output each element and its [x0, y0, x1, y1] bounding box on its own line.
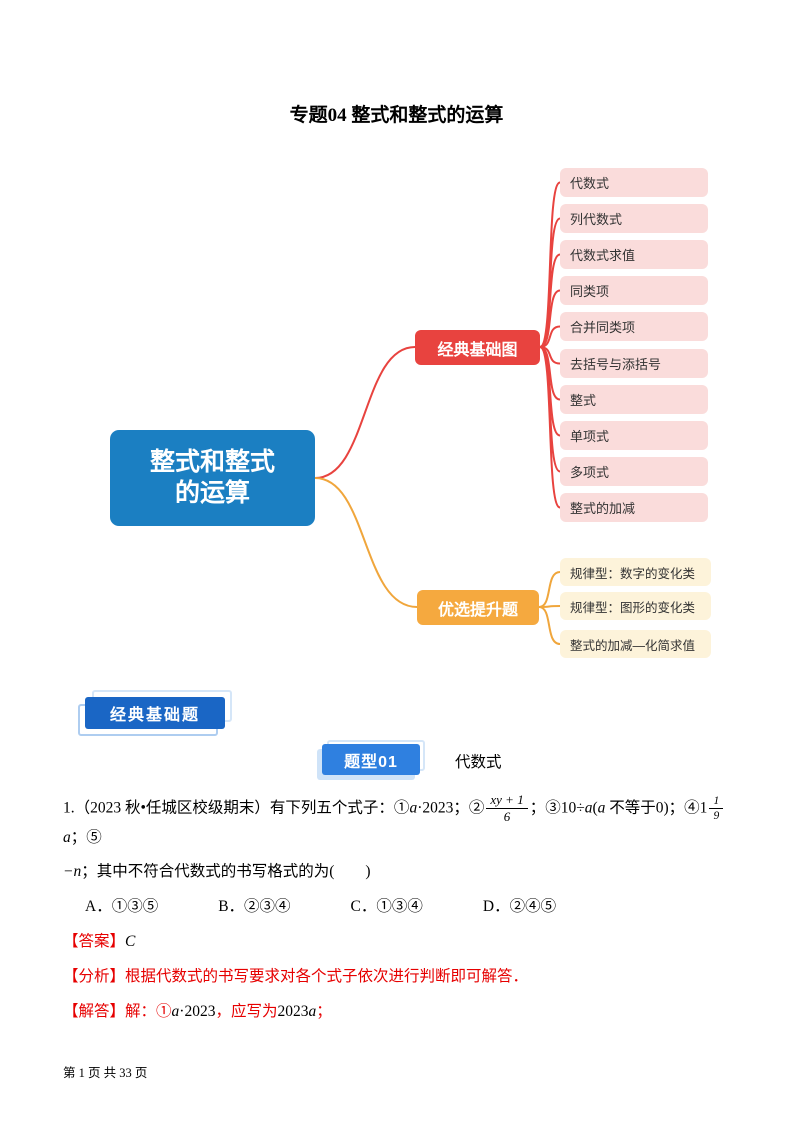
basics-section-label: 经典基础题 [85, 697, 225, 729]
mindmap-branch-basics: 经典基础图 [415, 330, 540, 365]
answer-value: C [125, 932, 136, 950]
math-text: ·2023 [179, 1002, 216, 1020]
answer-label: 【答案】 [63, 932, 126, 950]
connector-leaf [538, 606, 561, 645]
connector-leaf [539, 346, 561, 509]
mindmap-leaf: 去括号与添括号 [560, 349, 708, 378]
question-text: ；② [453, 799, 485, 817]
analysis-text: 根据代数式的书写要求对各个式子依次进行判断即可解答． [125, 967, 529, 985]
fraction-numerator: xy + 1 [486, 792, 528, 810]
connector-leaf [539, 346, 561, 473]
mindmap-leaf: 整式 [560, 385, 708, 414]
option-d: D．②④⑤ [482, 897, 557, 915]
math-var: a [63, 828, 71, 846]
math-var: a [409, 799, 418, 817]
math-text: 2023 [277, 1002, 309, 1020]
connector-leaf [539, 181, 561, 348]
connector-leaf [539, 346, 561, 437]
mindmap-leaf: 规律型：图形的变化类 [560, 592, 711, 620]
question-line-2: −n；其中不符合代数式的书写格式的为( ) [63, 859, 739, 881]
mindmap-branch-advanced: 优选提升题 [417, 590, 539, 625]
connector-root-to-advanced [314, 477, 418, 608]
math-var: −n [63, 862, 82, 880]
connector-leaf [538, 605, 561, 608]
page-title: 专题04 整式和整式的运算 [289, 105, 504, 126]
question-text: ；其中不符合代数式的书写格式的为( ) [81, 862, 371, 880]
page-footer: 第 1 页 共 33 页 [63, 1066, 148, 1080]
solution-text: ； [316, 1002, 332, 1020]
mindmap-leaf: 单项式 [560, 421, 708, 450]
mindmap-leaf: 规律型：数字的变化类 [560, 558, 711, 586]
math-var: a [308, 1002, 317, 1020]
connector-leaf [539, 346, 561, 365]
question-type-title: 代数式 [455, 754, 502, 771]
math-text: ·2023 [417, 799, 454, 817]
mindmap-leaf: 代数式求值 [560, 240, 708, 269]
mindmap-leaf: 代数式 [560, 168, 708, 197]
fraction-denominator: 6 [503, 809, 511, 825]
question-text: ；⑤ [70, 828, 102, 846]
analysis-label: 【分析】 [63, 967, 126, 985]
mindmap-leaf: 列代数式 [560, 204, 708, 233]
mindmap-leaf: 多项式 [560, 457, 708, 486]
connector-root-to-basics [314, 346, 416, 479]
question-type-badge: 题型01 [317, 740, 425, 780]
connector-leaf [539, 325, 561, 348]
answer-options: A．①③⑤ B．②③④ C．①③④ D．②④⑤ [63, 894, 739, 916]
connector-leaf [539, 253, 561, 348]
question-text: ；③10÷ [529, 799, 585, 817]
option-b: B．②③④ [218, 897, 291, 915]
solution-text: ，应写为 [215, 1002, 278, 1020]
connector-leaf [539, 289, 561, 348]
mindmap-leaf: 同类项 [560, 276, 708, 305]
mindmap-leaf: 整式的加减 [560, 493, 708, 522]
solution-line: 【解答】解：①a·2023，应写为2023a； [63, 999, 739, 1021]
connector-leaf [539, 346, 561, 401]
answer-line: 【答案】C [63, 929, 739, 951]
mindmap-root-node: 整式和整式 的运算 [110, 430, 315, 526]
fraction-numerator: 1 [709, 794, 724, 810]
fraction-denominator: 9 [713, 810, 720, 823]
math-var: a [597, 799, 606, 817]
analysis-line: 【分析】根据代数式的书写要求对各个式子依次进行判断即可解答． [63, 964, 739, 986]
connector-leaf [538, 571, 561, 608]
math-text: 不等于0) [605, 799, 669, 817]
connector-leaf [539, 217, 561, 348]
solution-text: 解：① [125, 1002, 172, 1020]
math-text: ( [592, 799, 598, 817]
math-var: a [171, 1002, 180, 1020]
root-label-line2: 的运算 [174, 479, 250, 507]
mindmap-leaf: 整式的加减—化简求值 [560, 630, 711, 658]
basics-section-badge: 经典基础题 [78, 690, 232, 736]
root-label-line1: 整式和整式 [149, 447, 275, 476]
option-a: A．①③⑤ [85, 897, 159, 915]
math-var: a [584, 799, 593, 817]
question-text: 1.（2023 秋•任城区校级期末）有下列五个式子：① [63, 799, 410, 817]
question-type-label: 题型01 [322, 744, 420, 775]
option-c: C．①③④ [350, 897, 423, 915]
solution-label: 【解答】 [63, 1002, 126, 1020]
mindmap-leaf: 合并同类项 [560, 312, 708, 341]
question-text: ；④1 [668, 799, 708, 817]
